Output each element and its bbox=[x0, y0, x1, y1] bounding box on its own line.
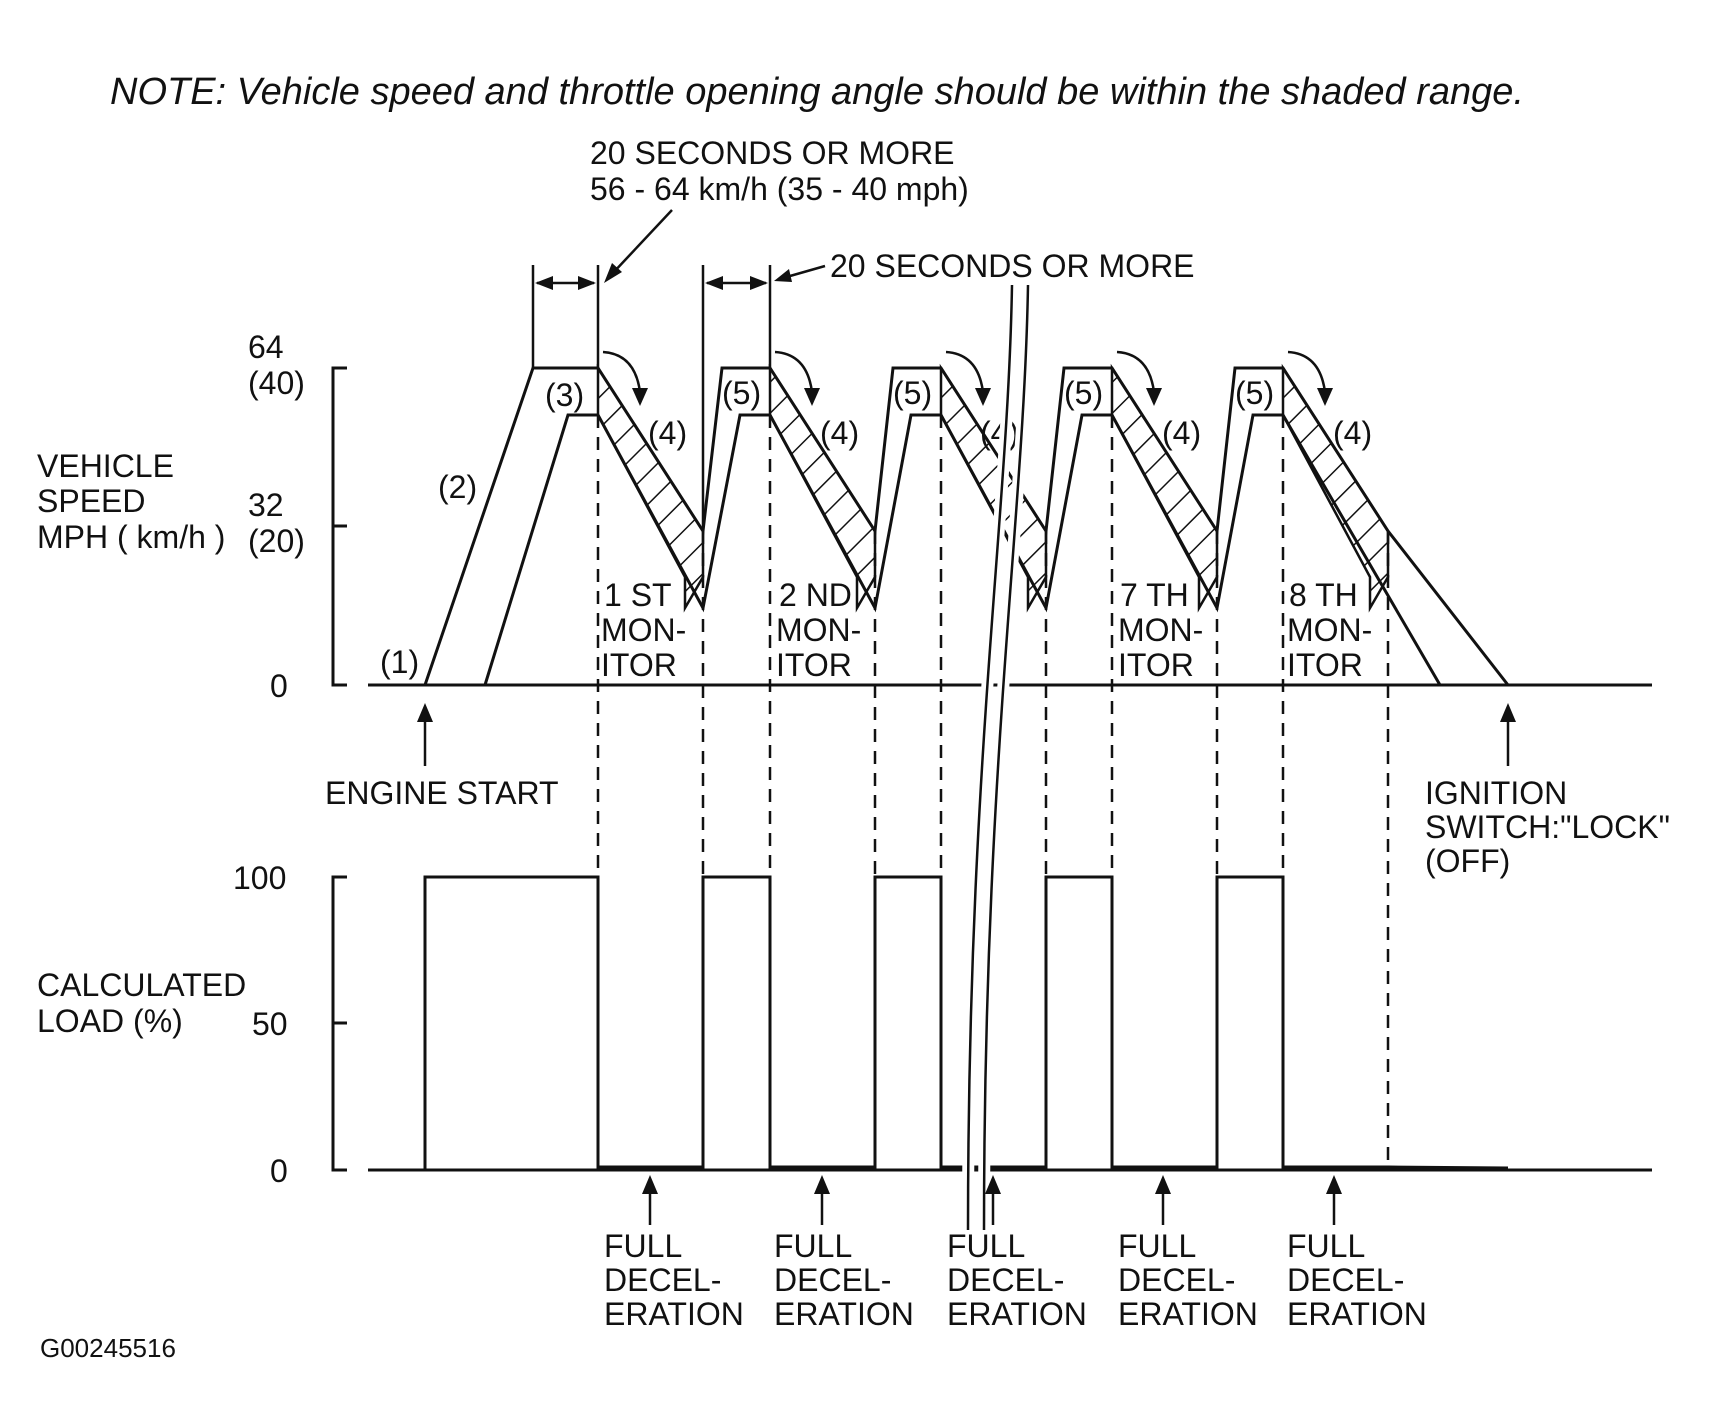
timing-second-label: 20 SECONDS OR MORE bbox=[830, 248, 1195, 284]
phase-dashed-lines bbox=[596, 415, 1390, 1165]
step-5-label-d: (5) bbox=[1235, 375, 1274, 411]
load-axis-label-2: LOAD (%) bbox=[37, 1003, 183, 1039]
monitor-1st: 1 ST MON- ITOR bbox=[601, 577, 686, 683]
svg-text:FULL: FULL bbox=[774, 1228, 852, 1264]
monitor-8th: 8 TH MON- ITOR bbox=[1287, 577, 1372, 683]
ignition-label-1: IGNITION bbox=[1425, 775, 1567, 811]
svg-text:ERATION: ERATION bbox=[604, 1296, 744, 1332]
svg-text:DECEL-: DECEL- bbox=[604, 1262, 721, 1298]
svg-text:1 ST: 1 ST bbox=[604, 577, 672, 613]
svg-text:ITOR: ITOR bbox=[601, 647, 677, 683]
svg-text:ITOR: ITOR bbox=[1118, 647, 1194, 683]
svg-text:ERATION: ERATION bbox=[947, 1296, 1087, 1332]
monitor-7th: 7 TH MON- ITOR bbox=[1118, 577, 1203, 683]
full-decel-marker-3: FULL DECEL- ERATION bbox=[947, 1175, 1087, 1332]
full-decel-marker-5: FULL DECEL- ERATION bbox=[1287, 1175, 1427, 1332]
step-4-label-e: (4) bbox=[1333, 415, 1372, 451]
svg-text:DECEL-: DECEL- bbox=[1287, 1262, 1404, 1298]
svg-text:7 TH: 7 TH bbox=[1120, 577, 1189, 613]
svg-text:ITOR: ITOR bbox=[776, 647, 852, 683]
svg-text:FULL: FULL bbox=[1118, 1228, 1196, 1264]
tick-load-0: 0 bbox=[270, 1153, 288, 1189]
tick-100: 100 bbox=[233, 860, 286, 896]
svg-text:MON-: MON- bbox=[1118, 612, 1203, 648]
calculated-load-trace bbox=[423, 875, 1509, 1170]
ignition-label-3: (OFF) bbox=[1425, 843, 1510, 879]
step-5-label-a: (5) bbox=[722, 375, 761, 411]
ignition-label-2: SWITCH:"LOCK" bbox=[1425, 809, 1670, 845]
speed-lower-limit bbox=[483, 413, 1442, 686]
step-4-label-b: (4) bbox=[820, 415, 859, 451]
svg-text:DECEL-: DECEL- bbox=[1118, 1262, 1235, 1298]
tick-64: 64 bbox=[248, 329, 284, 365]
decel-arrows bbox=[602, 350, 1333, 406]
tick-40: (40) bbox=[248, 365, 305, 401]
svg-text:MON-: MON- bbox=[1287, 612, 1372, 648]
ignition-marker: IGNITION SWITCH:"LOCK" (OFF) bbox=[1425, 703, 1670, 879]
note-text: NOTE: Vehicle speed and throttle opening… bbox=[110, 71, 1524, 113]
timing-markers bbox=[531, 209, 826, 531]
timing-top-line1: 20 SECONDS OR MORE bbox=[590, 135, 955, 171]
svg-text:MON-: MON- bbox=[776, 612, 861, 648]
tick-32: 32 bbox=[248, 487, 284, 523]
tick-20: (20) bbox=[248, 523, 305, 559]
full-decel-marker-1: FULL DECEL- ERATION bbox=[604, 1175, 744, 1332]
speed-axis-label-3: MPH ( km/h ) bbox=[37, 519, 225, 555]
svg-text:2 ND: 2 ND bbox=[779, 577, 852, 613]
speed-axis: 64 (40) 32 (20) 0 VEHICLE SPEED MPH ( km… bbox=[37, 329, 347, 704]
full-decel-marker-2: FULL DECEL- ERATION bbox=[774, 1175, 914, 1332]
timing-top-line2: 56 - 64 km/h (35 - 40 mph) bbox=[590, 171, 969, 207]
load-axis: 100 50 0 CALCULATED LOAD (%) bbox=[37, 860, 347, 1189]
step-4-label-d: (4) bbox=[1162, 415, 1201, 451]
svg-text:ITOR: ITOR bbox=[1287, 647, 1363, 683]
step-5-label-c: (5) bbox=[1064, 375, 1103, 411]
step-1-label: (1) bbox=[380, 644, 419, 680]
time-break-marker bbox=[962, 284, 1034, 1231]
tick-speed-0: 0 bbox=[270, 668, 288, 704]
tick-50: 50 bbox=[252, 1006, 288, 1042]
figure-code: G00245516 bbox=[40, 1333, 176, 1363]
svg-text:FULL: FULL bbox=[1287, 1228, 1365, 1264]
monitor-2nd: 2 ND MON- ITOR bbox=[776, 577, 861, 683]
engine-start-marker: ENGINE START bbox=[325, 703, 559, 811]
step-5-label-b: (5) bbox=[893, 375, 932, 411]
svg-text:FULL: FULL bbox=[947, 1228, 1025, 1264]
speed-axis-label-1: VEHICLE bbox=[37, 448, 174, 484]
speed-upper-limit bbox=[423, 366, 1510, 686]
svg-text:ERATION: ERATION bbox=[774, 1296, 914, 1332]
svg-text:ERATION: ERATION bbox=[1118, 1296, 1258, 1332]
svg-text:8 TH: 8 TH bbox=[1289, 577, 1358, 613]
engine-start-label: ENGINE START bbox=[325, 775, 559, 811]
svg-text:ERATION: ERATION bbox=[1287, 1296, 1427, 1332]
svg-text:DECEL-: DECEL- bbox=[774, 1262, 891, 1298]
speed-axis-label-2: SPEED bbox=[37, 483, 145, 519]
step-4-label-a: (4) bbox=[648, 415, 687, 451]
step-2-label: (2) bbox=[438, 469, 477, 505]
step-3-label: (3) bbox=[545, 377, 584, 413]
load-axis-label-1: CALCULATED bbox=[37, 967, 246, 1003]
svg-text:DECEL-: DECEL- bbox=[947, 1262, 1064, 1298]
svg-text:FULL: FULL bbox=[604, 1228, 682, 1264]
step-labels: (1) (2) (3) (4) (5) (4) (5) (4) (5) (4) … bbox=[380, 375, 1372, 680]
full-decel-marker-4: FULL DECEL- ERATION bbox=[1118, 1175, 1258, 1332]
monitor-labels: 1 ST MON- ITOR 2 ND MON- ITOR 7 TH MON- … bbox=[601, 577, 1372, 683]
svg-text:MON-: MON- bbox=[601, 612, 686, 648]
